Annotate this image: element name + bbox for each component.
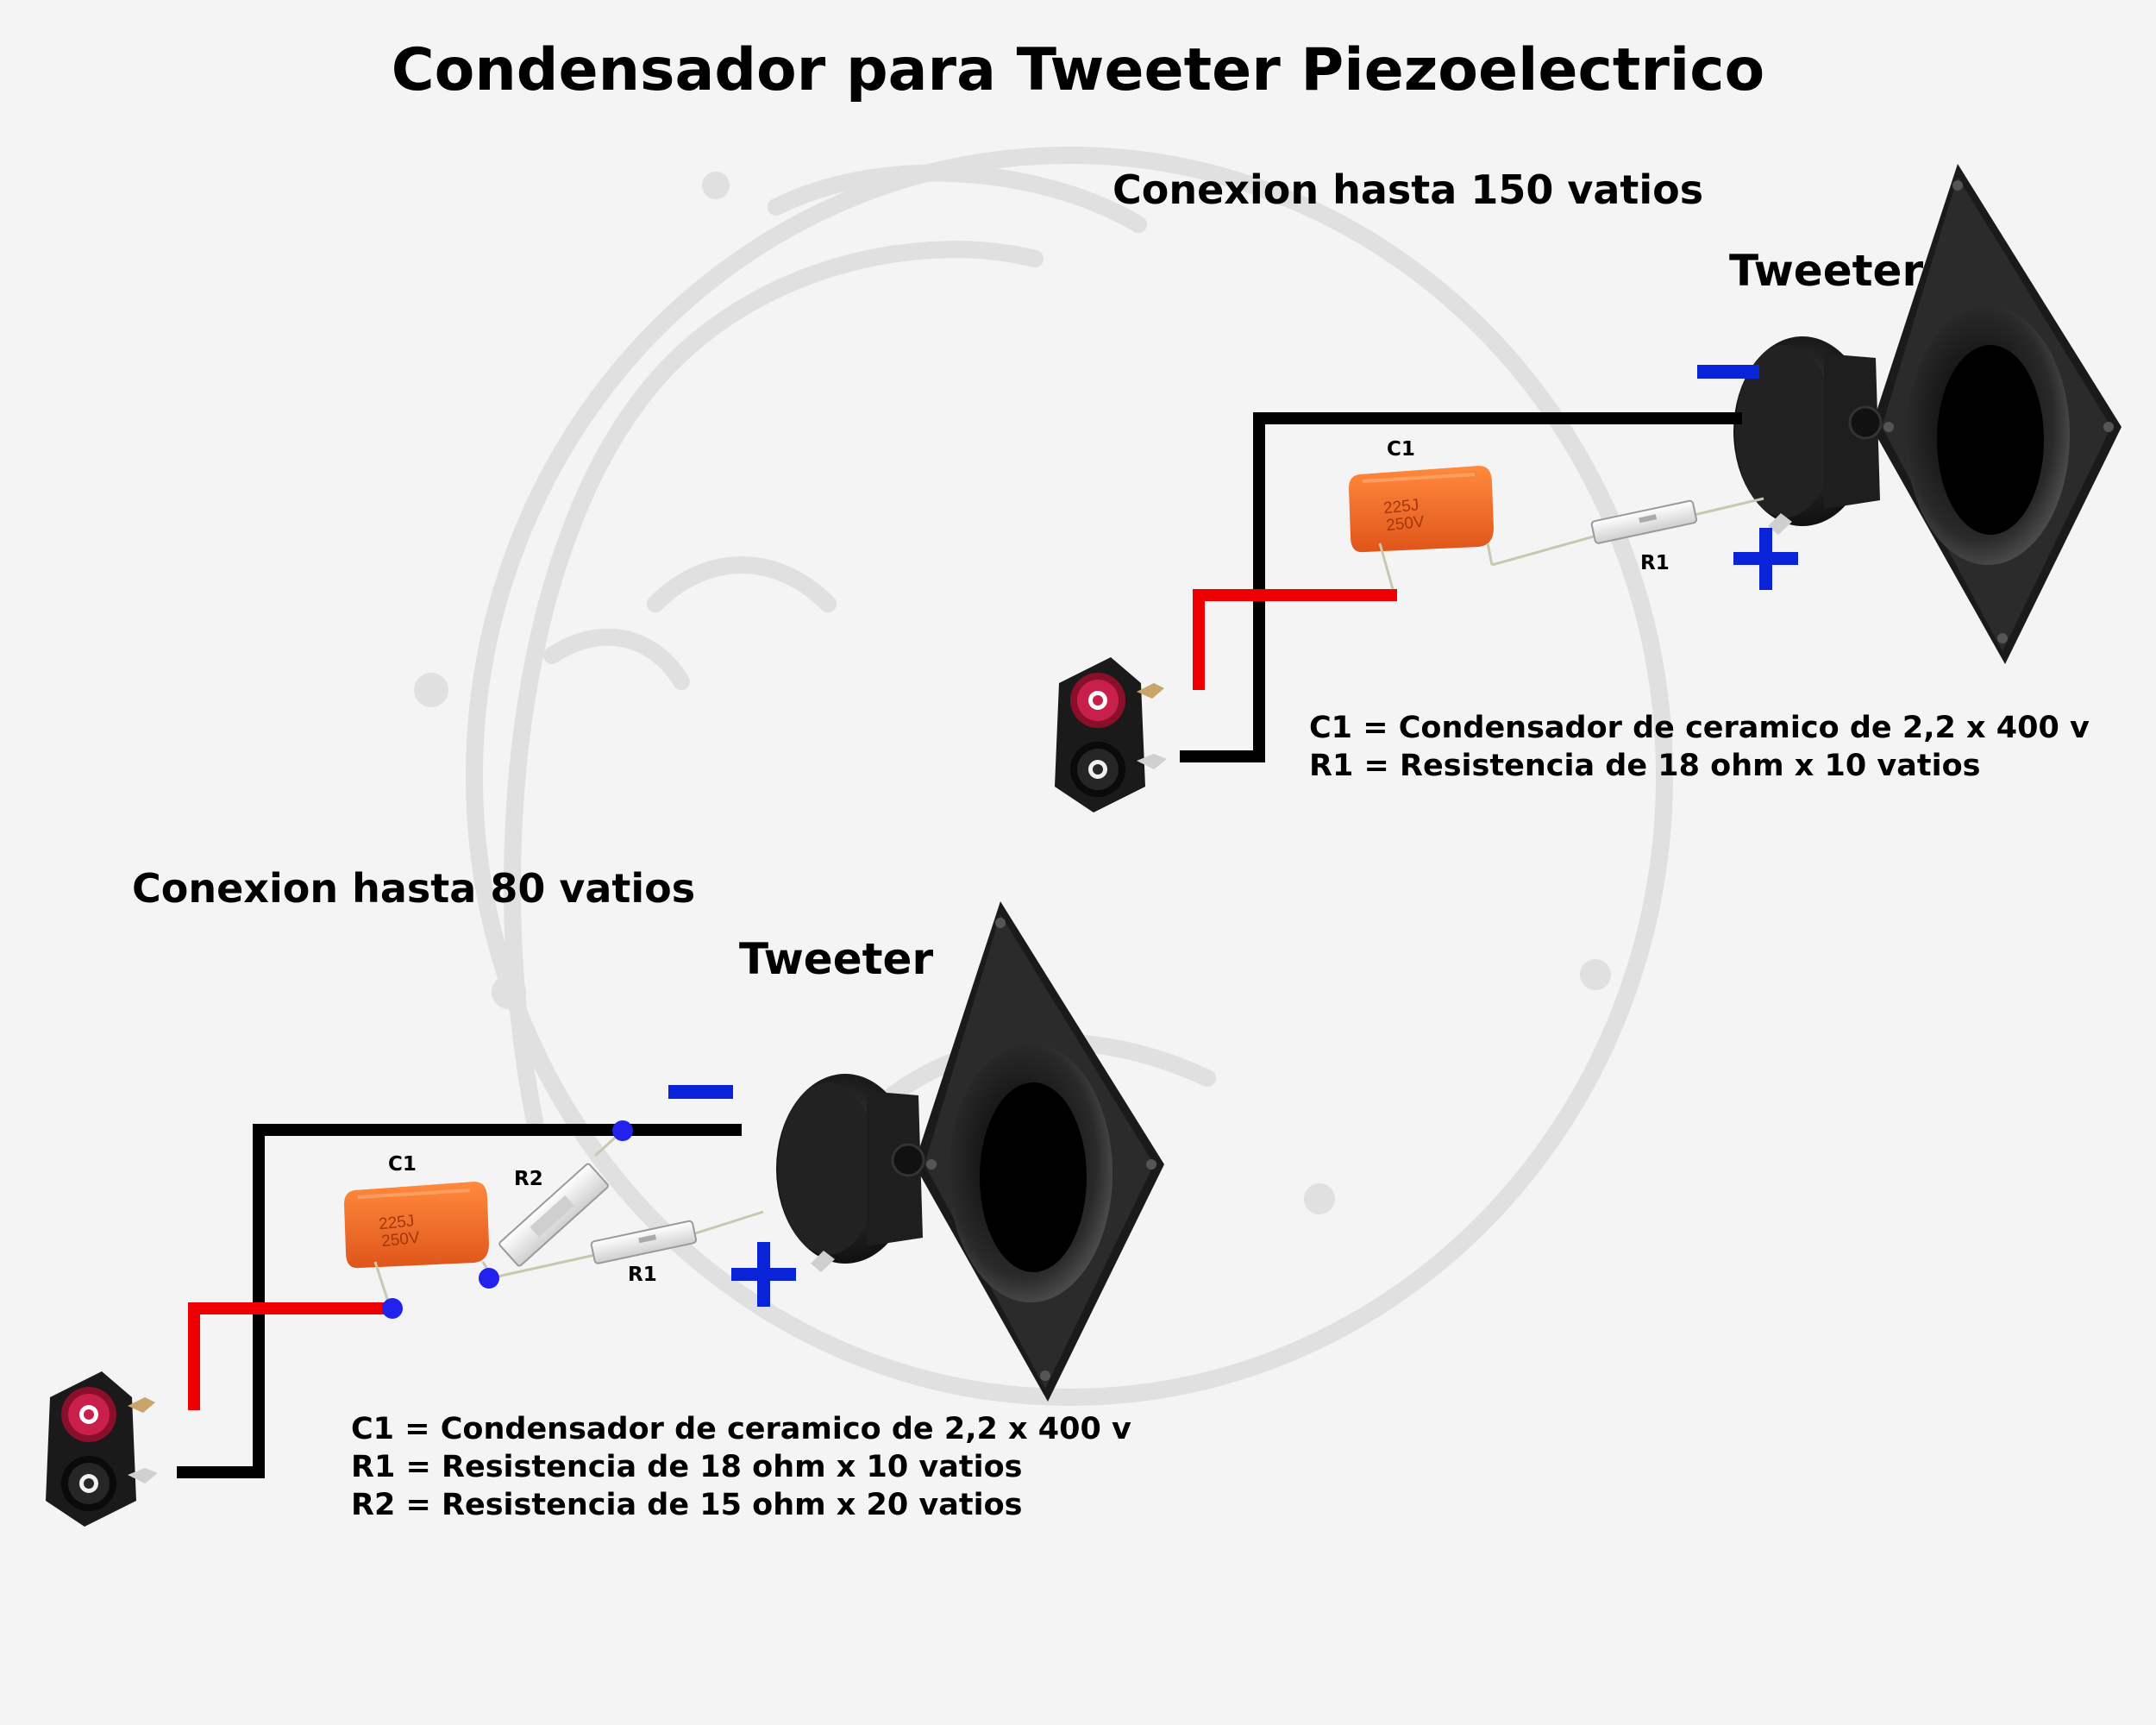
heading-150w: Conexion hasta 150 vatios [1112,166,1704,213]
legend-line: C1 = Condensador de ceramico de 2,2 x 40… [351,1412,1131,1446]
junction-dot [612,1120,633,1141]
c1-label-150: C1 [1387,438,1415,461]
plus-sign-150 [1733,528,1798,590]
wire-red-positive [188,1302,392,1410]
legend-line: R2 = Resistencia de 15 ohm x 20 vatios [351,1488,1023,1522]
binding-post-icon [46,1371,158,1527]
c1-label-80: C1 [388,1153,417,1176]
lead-wires [1378,497,1764,590]
page-title: Condensador para Tweeter Piezoelectrico [391,36,1765,104]
minus-sign-150 [1697,365,1759,379]
legend-line: R1 = Resistencia de 18 ohm x 10 vatios [1309,749,1981,783]
legend-80w: C1 = Condensador de ceramico de 2,2 x 40… [351,1410,1131,1524]
junction-dot [382,1298,403,1319]
plus-sign-80 [731,1242,796,1307]
wire-black-negative [177,1124,742,1478]
capacitor-marking-80: 225J 250V [378,1212,422,1251]
legend-line: R1 = Resistencia de 18 ohm x 10 vatios [351,1450,1023,1484]
r1-label-80: R1 [628,1264,657,1286]
heading-80w: Conexion hasta 80 vatios [132,865,696,912]
r2-label-80: R2 [514,1168,543,1190]
tweeter-speaker-icon [1732,162,2123,666]
capacitor-marking-150: 225J 250V [1382,496,1426,536]
r2-resistor [498,1163,609,1267]
junction-dot [479,1268,499,1289]
binding-post-icon [1055,657,1167,812]
r1-label-150: R1 [1640,552,1670,574]
tweeter-label-80: Tweeter [739,934,934,984]
tweeter-label-150: Tweeter [1729,246,1924,296]
circuit-150w [1055,162,2123,812]
background-watermark [414,147,1673,1406]
wire-red-positive [1193,589,1397,690]
legend-line: C1 = Condensador de ceramico de 2,2 x 40… [1309,711,2090,745]
legend-150w: C1 = Condensador de ceramico de 2,2 x 40… [1309,709,2090,785]
wire-black-negative [1180,412,1742,762]
circuit-80w [46,900,1166,1527]
minus-sign-80 [668,1085,733,1099]
